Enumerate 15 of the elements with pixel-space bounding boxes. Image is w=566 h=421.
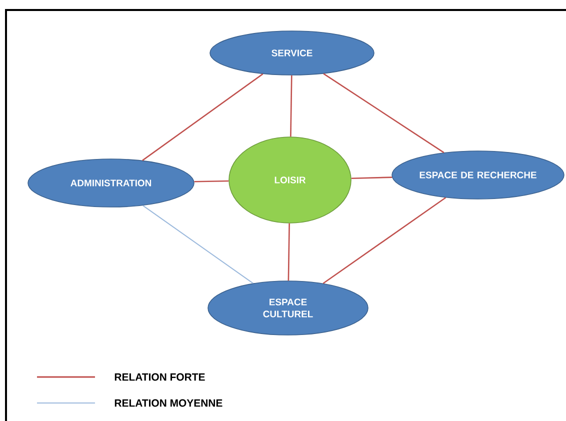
- ellipse-node: ESPACE DE RECHERCHE: [392, 150, 564, 200]
- connector-line: [194, 180, 229, 182]
- ellipse-node: LOISIR: [228, 136, 352, 224]
- connector-line: [142, 205, 254, 284]
- legend-label: RELATION MOYENNE: [114, 399, 222, 407]
- connector-line: [351, 176, 392, 180]
- ellipse-node: ADMINISTRATION: [28, 158, 194, 208]
- connector-line: [290, 75, 292, 137]
- ellipse-node: SERVICE: [210, 30, 374, 76]
- connector-line: [288, 223, 290, 281]
- legend-label: RELATION FORTE: [114, 373, 205, 381]
- ellipse-node: ESPACE CULTUREL: [208, 280, 368, 336]
- connector-line: [323, 73, 444, 154]
- connector-line: [142, 73, 264, 161]
- connector-line: [322, 197, 446, 284]
